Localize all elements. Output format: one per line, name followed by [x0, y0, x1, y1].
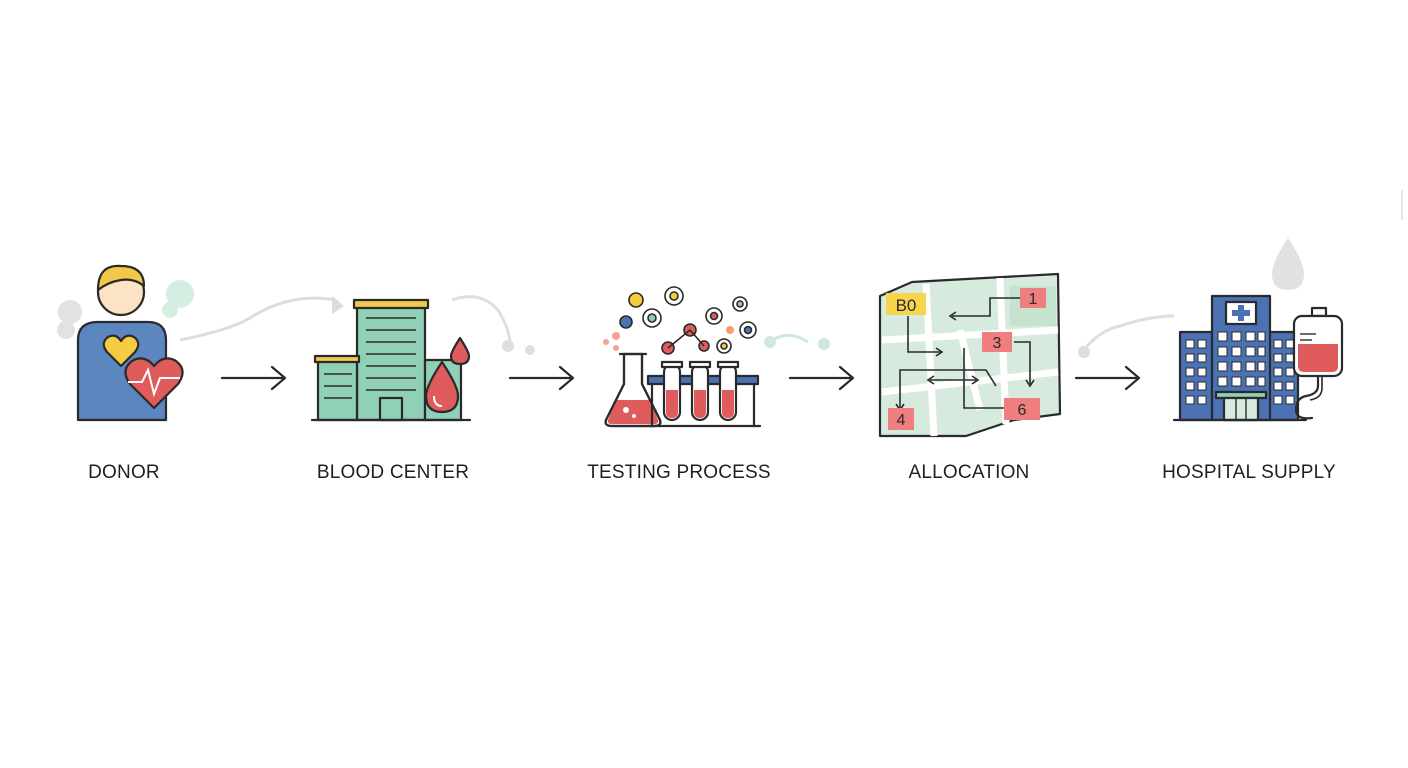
flow-arrow-2	[508, 365, 575, 391]
flow-arrow-1	[220, 365, 287, 391]
blood-center-building-icon	[310, 298, 472, 422]
map-tag-1: 1	[1029, 291, 1038, 308]
map-tag-6: 6	[1018, 402, 1027, 419]
map-tag-3: 3	[993, 335, 1002, 352]
allocation-map-icon: B0 1 3 4 6	[878, 272, 1062, 438]
map-tag-b0: B0	[896, 296, 917, 315]
donor-heart-icon	[57, 264, 194, 422]
flow-arrow-3	[788, 365, 855, 391]
step-label-testing-process: TESTING PROCESS	[587, 462, 771, 483]
step-label-donor: DONOR	[88, 462, 160, 483]
flow-arrow-4	[1074, 365, 1141, 391]
step-label-blood-center: BLOOD CENTER	[316, 462, 470, 483]
lab-test-tubes-icon	[603, 286, 762, 428]
step-label-allocation: ALLOCATION	[908, 462, 1030, 483]
map-tag-4: 4	[897, 412, 906, 429]
hospital-blood-bag-icon	[1172, 238, 1344, 422]
step-label-hospital-supply: HOSPITAL SUPPLY	[1162, 462, 1336, 483]
